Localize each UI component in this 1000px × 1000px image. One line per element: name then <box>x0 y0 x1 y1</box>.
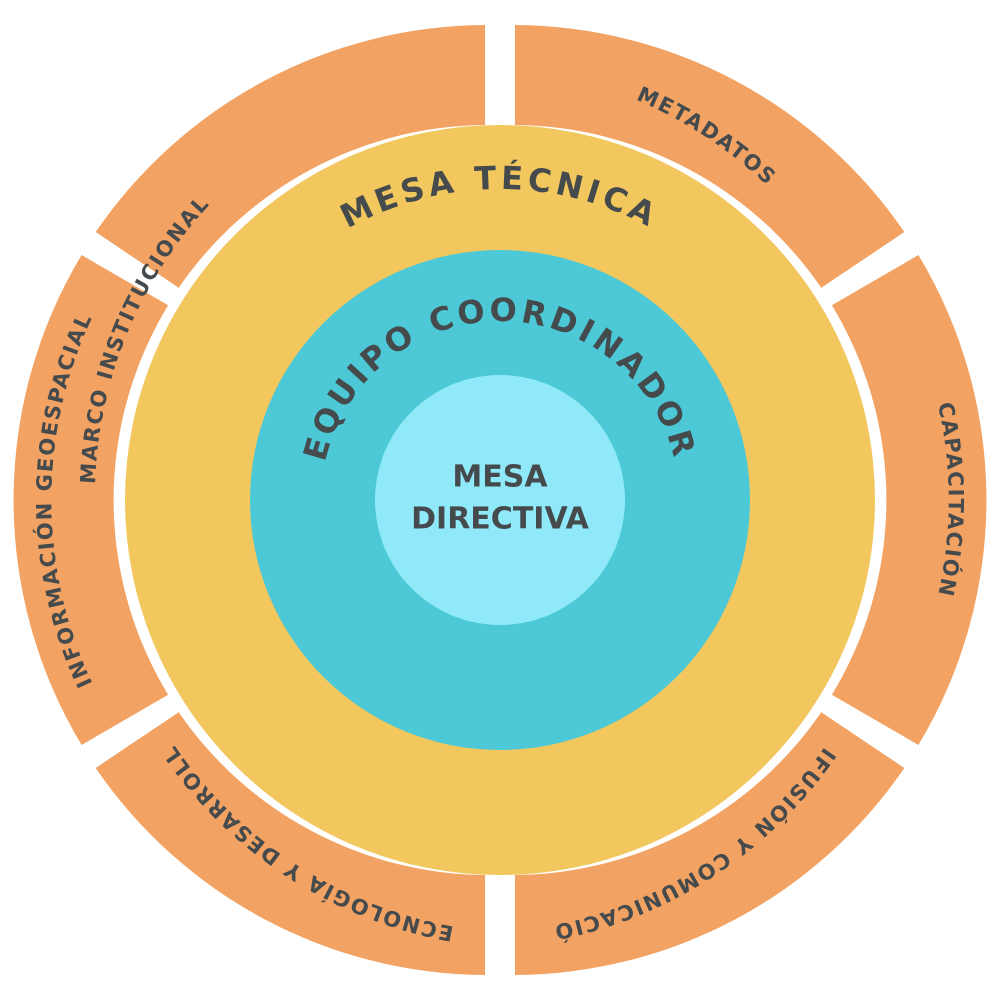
segment-difusion-y-comunicacion <box>515 712 905 975</box>
circle-mesa-directiva <box>375 375 625 625</box>
label-mesa-directiva-line1: MESA <box>452 460 548 495</box>
segment-tecnologia-y-desarrollo <box>95 712 486 975</box>
segment-marco-institucional <box>95 25 486 288</box>
segment-informacion-geoespacial <box>13 255 169 745</box>
segment-capacitacion <box>831 255 987 745</box>
label-mesa-directiva-line2: DIRECTIVA <box>411 502 589 537</box>
segment-metadatos <box>515 25 905 288</box>
